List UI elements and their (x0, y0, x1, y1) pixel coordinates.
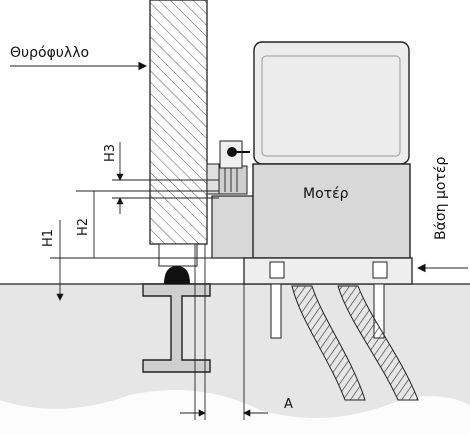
motor-label: Μοτέρ (303, 186, 349, 202)
dim-h3-label: H3 (103, 144, 118, 162)
cable-conduits (291, 285, 419, 401)
door-leaf-label: Θυρόφυλλο (10, 45, 89, 61)
ground (0, 283, 470, 435)
rail-profile (142, 266, 211, 373)
label-arrows (10, 61, 468, 273)
dim-h2-label: H2 (76, 218, 91, 236)
dimension-lines (50, 142, 412, 420)
motor-unit (252, 41, 411, 259)
dim-a-label: A (284, 397, 293, 412)
motor-base-label: Βάση μοτέρ (433, 157, 449, 240)
dim-h1-label: H1 (41, 229, 56, 247)
rack-bracket (206, 140, 255, 259)
door-leaf (149, 0, 208, 267)
